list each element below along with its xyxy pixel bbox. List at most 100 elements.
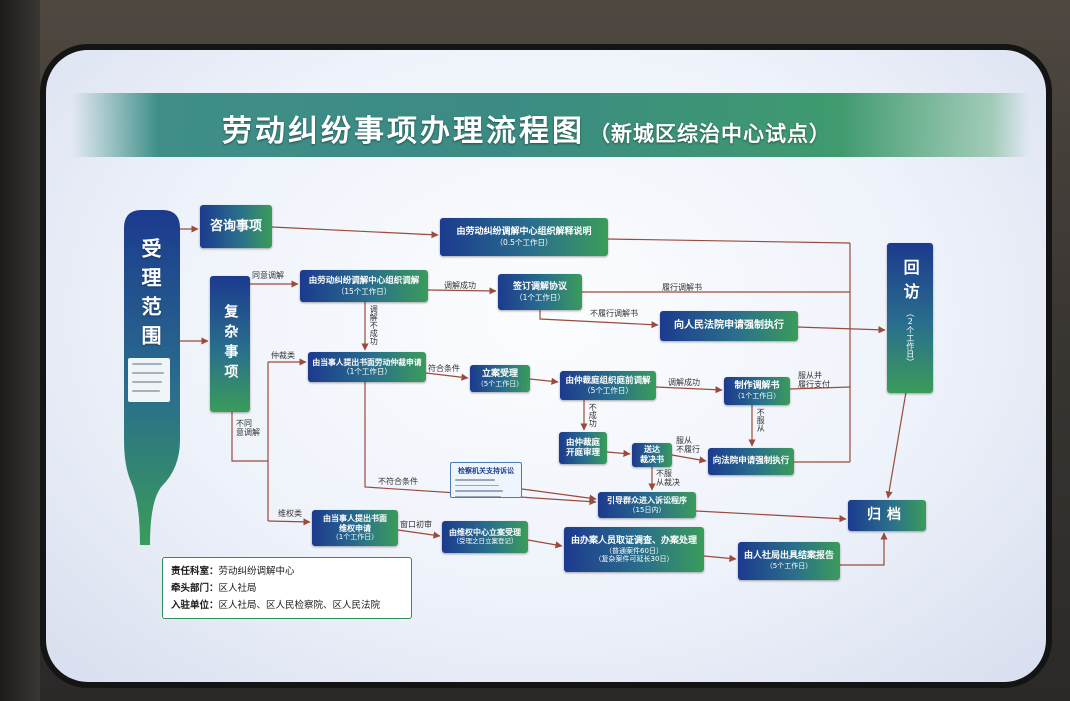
label-window-review: 窗口初审 [400,520,432,529]
arbitration-apply-node: 由当事人提出书面劳动仲裁申请 （1个工作日） [308,352,426,382]
sign-duration: （1个工作日） [515,292,565,302]
accept-node: 立案受理 （5个工作日） [470,365,530,392]
enforce-label: 向法院申请强制执行 [712,456,790,467]
rights-apply-label-line1: 由当事人提出书面 [323,514,387,524]
info-label: 责任科室： [171,566,219,577]
edge-arbitration-to-accept [425,372,469,381]
mediation-doc-node: 制作调解书 （1个工作日） [724,377,790,405]
accept-label: 立案受理 [481,368,518,379]
consult-label: 咨询事项 [209,218,262,234]
edge-mediate-to-sign [427,287,497,295]
info-value: 区人社局、区人民检察院、区人民法院 [218,600,381,611]
trial-label-line1: 由仲裁庭 [565,437,600,448]
label-agree-mediation: 同意调解 [252,271,284,280]
accept-duration: （5个工作日） [476,379,524,388]
investigate-duration-complex: （复杂案件可延长30日） [594,554,674,563]
mediation-doc-duration: （1个工作日） [733,392,781,401]
investigate-label: 由办案人员取证调查、办案处理 [570,535,697,546]
illegible-text-line [455,479,495,481]
rights-apply-label-line2: 维权申请 [339,523,371,533]
investigate-duration-normal: （普通案件60日） [605,546,663,555]
arbitration-apply-duration: （1个工作日） [342,367,392,377]
edge-doc-comply-pay [789,386,851,390]
sign-node: 签订调解协议 （1个工作日） [498,274,582,310]
info-row-department: 责任科室：劳动纠纷调解中心 [171,563,403,580]
litigation-node: 引导群众进入诉讼程序 （15日内） [598,492,696,518]
report-node: 由人社局出具结案报告 （5个工作日） [738,542,840,580]
revisit-node: 回访 （2个工作日） [887,243,933,393]
rights-center-label: 由维权中心立案受理 [449,528,521,538]
label-comply-pay: 服从并 履行支付 [798,371,830,389]
rights-apply-node: 由当事人提出书面 维权申请 （1个工作日） [312,510,398,546]
illegible-text-line [132,381,162,383]
enforce-node: 向法院申请强制执行 [708,448,794,475]
label-not-comply-award-line2: 从裁决 [656,478,680,488]
revisit-label: 回访 [900,259,920,307]
consult-node: 咨询事项 [200,205,272,248]
label-ineligible: 不符合条件 [378,477,418,486]
edge-sign-to-court [539,310,659,329]
pre-mediation-duration: （5个工作日） [583,386,633,396]
label-pre-success: 调解成功 [668,378,700,387]
illegible-text-line [132,372,164,374]
edge-award-to-enforce [671,454,707,464]
edge-revisit-to-archive [885,391,907,499]
sign-label: 签订调解协议 [512,282,567,293]
edge-branch-to-rights [267,518,311,526]
label-not-comply: 不服从 [756,408,766,432]
label-comply-not-fulfill-line2: 不履行 [676,445,700,455]
mediate-label: 由劳动纠纷调解中心组织调解 [308,276,420,287]
edge-center-to-investigate [527,539,563,549]
title-sub: （新城区综治中心试点） [589,122,831,146]
background-wall [0,0,40,701]
rights-center-note: （受理之日立案登记） [452,536,518,545]
rights-apply-duration: （1个工作日） [331,533,379,542]
illegible-text-line [455,490,503,492]
label-eligible: 符合条件 [428,364,460,373]
edge-pre-to-doc [655,386,723,394]
label-mediation-success: 调解成功 [444,281,476,290]
title-main: 劳动纠纷事项办理流程图 [222,114,585,149]
illegible-text-line [455,495,501,497]
scope-title: 受理范围 [138,238,162,354]
report-label: 由人社局出具结案报告 [743,551,834,562]
edge-report-to-archive [840,532,888,566]
edge-investigate-to-report [703,554,737,562]
edge-procuratorate-to-litigation [521,488,597,502]
info-value: 区人社局 [218,583,257,594]
revisit-duration: （2个工作日） [905,309,915,366]
procuratorate-title: 检察机关支持诉讼 [458,467,514,475]
edge-complex-down [231,412,268,462]
illegible-text-line [132,363,162,365]
edge-rights-to-center [397,529,441,539]
edge-consult-to-explain [271,226,439,239]
litigation-duration: （15日内） [628,505,666,514]
title-band: 劳动纠纷事项办理流程图（新城区综治中心试点） [72,93,1030,157]
trial-label-line2: 开庭审理 [565,448,600,458]
label-pre-fail: 不成功 [588,403,598,427]
arbitration-apply-label: 由当事人提出书面劳动仲裁申请 [312,357,422,367]
award-label-line1: 送达 [644,445,660,455]
label-mediation-fail: 调解不成功 [369,305,379,345]
label-disagree-mediation-line2: 意调解 [236,428,260,438]
label-not-fulfill: 不履行调解书 [590,309,638,318]
award-node: 送达 裁决书 [632,443,672,467]
label-comply-pay-line2: 履行支付 [798,380,830,390]
info-label: 入驻单位： [171,600,219,611]
illegible-text-line [132,390,160,392]
award-label-line2: 裁决书 [640,455,664,464]
label-fulfill: 履行调解书 [662,283,702,292]
investigate-node: 由办案人员取证调查、办案处理 （普通案件60日） （复杂案件可延长30日） [564,527,704,572]
info-row-units: 入驻单位：区人社局、区人民检察院、区人民法院 [171,597,403,614]
page-title: 劳动纠纷事项办理流程图（新城区综治中心试点） [222,106,831,150]
info-label: 牵头部门： [171,583,219,594]
pre-mediation-label: 由仲裁庭组织庭前调解 [565,375,651,386]
litigation-label: 引导群众进入诉讼程序 [607,496,687,505]
label-comply-pay-line1: 服从并 [798,371,822,380]
label-comply-not-fulfill: 服从 不履行 [676,436,700,454]
court-enforce-label: 向人民法院申请强制执行 [674,320,784,331]
trial-node: 由仲裁庭 开庭审理 [559,432,607,464]
label-rights-type: 维权类 [278,509,302,518]
responsibility-info-box: 责任科室：劳动纠纷调解中心 牵头部门：区人社局 入驻单位：区人社局、区人民检察院… [162,557,412,619]
label-disagree-mediation: 不同 意调解 [236,419,260,437]
